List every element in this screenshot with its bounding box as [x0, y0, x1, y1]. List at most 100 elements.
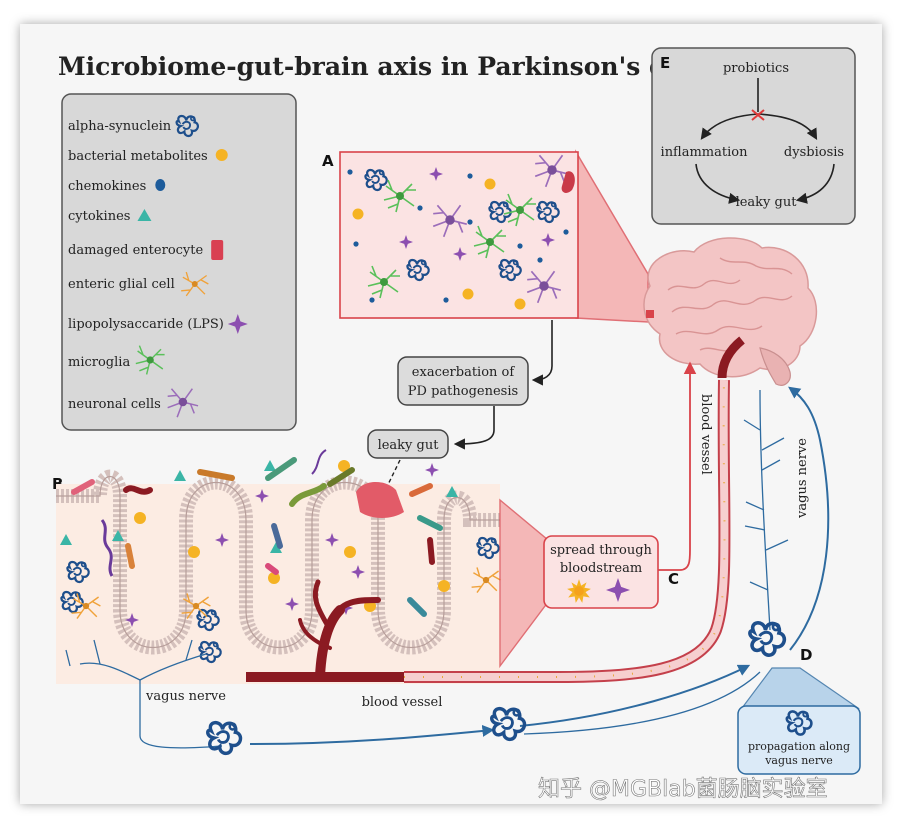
panel-a-zoom-wedge [575, 149, 649, 323]
bacterial-metabolite-dot-icon [338, 460, 350, 472]
legend-item: bacterial metabolites [68, 149, 228, 164]
spread-line1: spread through [550, 543, 652, 558]
propagation-line1: propagation along [748, 740, 850, 753]
bacterium-icon [123, 485, 153, 495]
bacterium-icon [71, 479, 95, 495]
vagus-nerve-bottom-label: vagus nerve [145, 689, 226, 704]
bacterium-icon [265, 563, 279, 575]
chemokine-dot-icon [467, 219, 473, 225]
legend-item-label: alpha-synuclein [68, 119, 172, 134]
nerve-arrow-1 [249, 724, 495, 745]
bacterial-metabolite-dot-icon [215, 149, 228, 161]
leaky-gut-label: leaky gut [378, 438, 440, 453]
chemokine-dot-icon [369, 297, 375, 303]
nerve-arrow-2b [523, 671, 761, 735]
panel-a-letter: A [322, 152, 334, 170]
bacterial-metabolite-dot-icon [484, 178, 496, 190]
bacterial-metabolite-dot-icon [438, 580, 450, 592]
inflammation-label: inflammation [661, 145, 749, 160]
chemokine-dot-icon [517, 243, 523, 249]
arrow-to-dysbiosis [757, 113, 818, 140]
chemokine-dot-icon [155, 179, 166, 191]
chemokine-dot-icon [417, 205, 423, 211]
legend-item: damaged enterocyte [68, 240, 224, 260]
panel-d-letter: D [800, 646, 812, 664]
cytokine-triangle-icon [264, 460, 276, 471]
vagus-nerve-network [65, 389, 789, 749]
bacterium-icon [289, 483, 327, 507]
arrow-exacerbation-to-leaky-gut [453, 406, 495, 450]
cytokine-triangle-icon [112, 530, 124, 541]
alpha-synuclein-nerve-icon-2 [490, 706, 527, 742]
legend-box [61, 93, 297, 431]
blood-vessel-inner [404, 379, 729, 681]
spread-line2: bloodstream [560, 561, 642, 576]
intestinal-villi-outline [56, 476, 500, 648]
cytokine-triangle-icon [60, 534, 72, 545]
cytokine-triangle-icon [137, 209, 152, 221]
arrow-to-inflammation [700, 113, 759, 140]
legend-item: cytokines [68, 209, 152, 224]
chemokine-dot-icon [537, 257, 543, 263]
vagus-nerve-vertical-label: vagus nerve [795, 438, 810, 519]
bacterium-flagellum-icon [100, 519, 114, 577]
legend-item-label: lipopolysaccaride (LPS) [68, 317, 224, 332]
bacterial-metabolite-dot-icon [188, 546, 200, 558]
bacterial-metabolite-dot-icon [352, 208, 364, 220]
legend-item-label: cytokines [68, 209, 130, 224]
bacterium-icon [197, 469, 235, 481]
arrow-dysbiosis-to-leaky-gut [795, 163, 835, 204]
legend-item-label: neuronal cells [68, 397, 161, 412]
watermark: 知乎 @MGBlab菌肠脑实验室 [538, 777, 828, 802]
bacterium-icon [125, 543, 135, 569]
bacterium-flagellum-icon [311, 449, 327, 475]
panel-e-leaky-gut-label: leaky gut [736, 195, 798, 210]
cytokine-triangle-icon [270, 542, 282, 553]
lps-star-icon [425, 463, 439, 477]
exacerbation-line2: PD pathogenesis [408, 384, 518, 399]
panel-d-zoom-wedge [740, 667, 860, 709]
blood-vessel-vertical-label: blood vessel [698, 394, 713, 475]
bacterial-metabolite-dot-icon [134, 512, 146, 524]
arrow-inset-to-exacerbation [531, 320, 553, 386]
legend-item-label: chemokines [68, 179, 146, 194]
inhibition-cross-icon [751, 109, 765, 121]
bacterium-icon [407, 597, 427, 617]
legend-item: alpha-synuclein [68, 114, 200, 138]
dysbiosis-label: dysbiosis [784, 145, 844, 160]
legend: alpha-synuclein bacterial metabolites chem… [68, 114, 248, 418]
chemokine-dot-icon [467, 173, 473, 179]
gut-lumen-background [56, 484, 500, 684]
alpha-synuclein-nerve-icon-3 [748, 621, 787, 657]
legend-item: lipopolysaccaride (LPS) [68, 314, 248, 334]
alpha-synuclein-nerve-icon-1 [206, 720, 243, 756]
legend-item: chemokines [68, 179, 166, 194]
legend-item: neuronal cells [68, 387, 199, 418]
cytokine-triangle-icon [174, 470, 186, 481]
bacterium-icon [427, 537, 435, 565]
panel-c-zoom-wedge [499, 498, 549, 669]
exacerbation-line1: exacerbation of [412, 365, 516, 380]
arrow-bloodstream-to-brain [658, 361, 697, 571]
legend-item-label: bacterial metabolites [68, 149, 208, 164]
propagation-line2: vagus nerve [764, 754, 833, 767]
panel-e-arrows [695, 78, 835, 204]
bacterial-metabolite-dot-icon [462, 288, 474, 300]
legend-item-label: damaged enterocyte [68, 243, 203, 258]
legend-item: microglia [68, 344, 166, 376]
diagram-title: Microbiome-gut-brain axis in Parkinson's… [58, 52, 752, 81]
damaged-enterocyte-icon [211, 240, 224, 260]
cytokine-triangle-icon [446, 486, 458, 497]
brain-illustration [643, 237, 818, 386]
exacerbation-box [397, 356, 529, 406]
gut-blood-vessel-tree [298, 579, 381, 681]
chemokine-dot-icon [443, 297, 449, 303]
panel-a-cells [347, 154, 575, 310]
panel-c-letter: C [668, 570, 679, 588]
nerve-arrow-to-brain [788, 386, 830, 651]
legend-item: enteric glial cell [68, 271, 210, 297]
probiotics-label: probiotics [723, 61, 789, 76]
bacterium-icon [409, 483, 433, 497]
